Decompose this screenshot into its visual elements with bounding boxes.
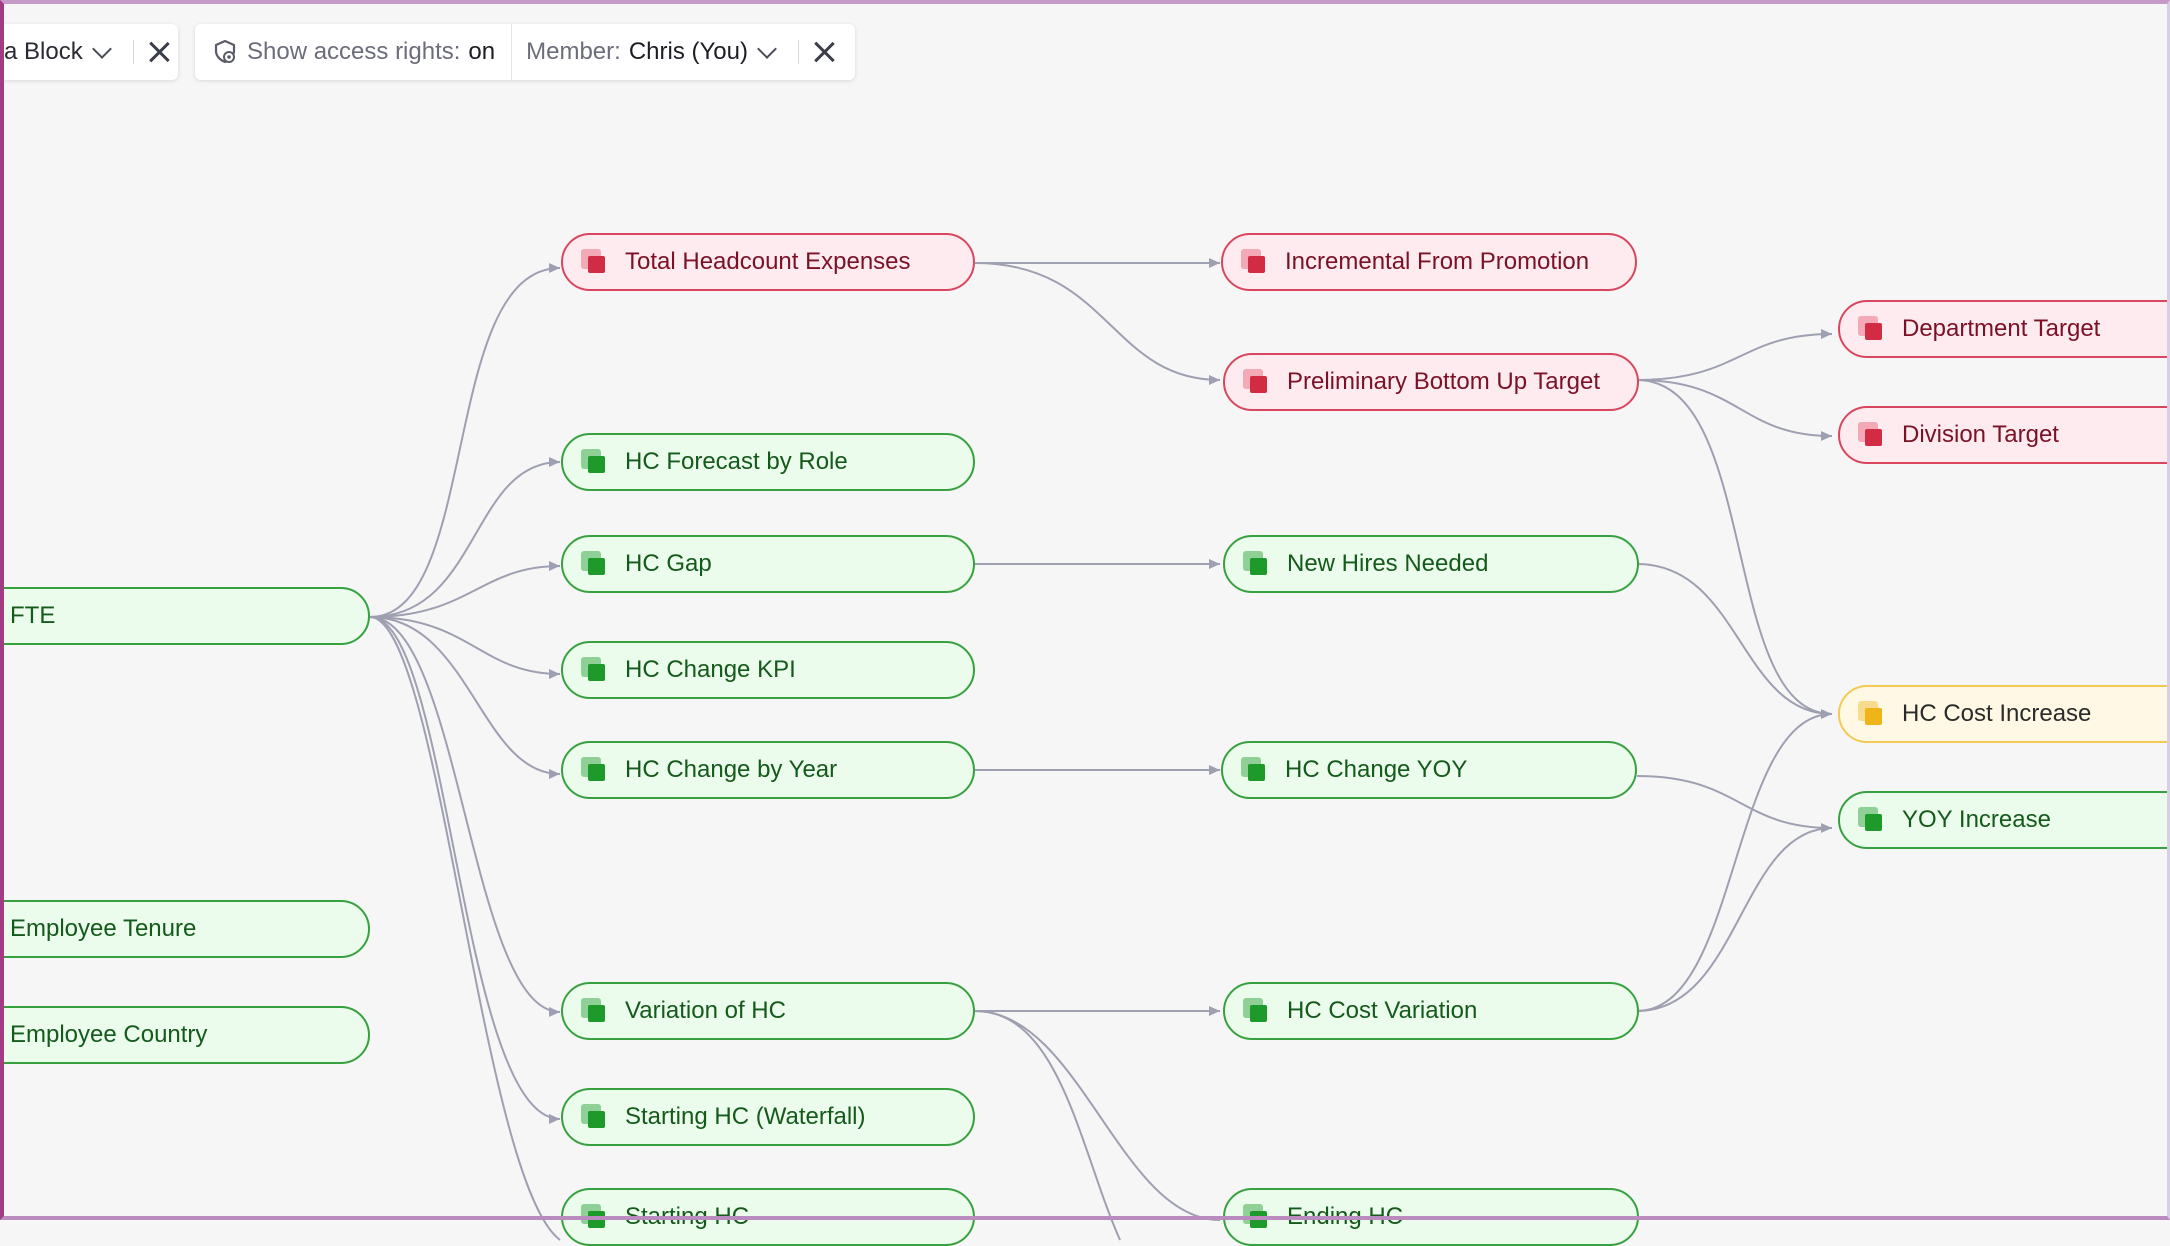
block-icon: [1243, 998, 1269, 1024]
edge-fte-starting-waterfall: [369, 616, 561, 1120]
block-icon: [581, 657, 607, 683]
node-label: Division Target: [1902, 421, 2059, 448]
node-preliminary-bottom-up-target[interactable]: Preliminary Bottom Up Target: [1223, 353, 1639, 411]
block-icon: [1858, 701, 1884, 727]
node-label: HC Change YOY: [1285, 756, 1468, 783]
edge-fte-total-headcount: [369, 267, 561, 618]
node-hc-cost-increase[interactable]: HC Cost Increase: [1838, 685, 2170, 743]
edge-preliminary-costincrease: [1636, 379, 1833, 715]
node-label: HC Cost Increase: [1902, 700, 2092, 727]
block-icon: [581, 998, 607, 1024]
member-value: Chris (You): [628, 38, 748, 65]
node-label: HC Change by Year: [625, 756, 838, 783]
edge-total-preliminary: [974, 262, 1221, 381]
member-dropdown[interactable]: Member: Chris (You): [511, 24, 784, 80]
edge-yoy-yoyincrease: [1636, 775, 1833, 829]
edge-fte-hc-forecast: [369, 461, 561, 618]
block-icon: [1243, 369, 1269, 395]
node-label: YOY Increase: [1902, 806, 2051, 833]
node-ending-hc[interactable]: Ending HC: [1223, 1188, 1639, 1246]
node-label: Ending HC: [1287, 1203, 1404, 1230]
node-department-target[interactable]: Department Target: [1838, 300, 2170, 358]
node-label: New Hires Needed: [1287, 550, 1489, 577]
edge-newhires-costincrease: [1636, 563, 1833, 715]
edge-fte-hc-change-kpi: [369, 616, 561, 675]
block-icon: [581, 1104, 607, 1130]
member-label: Member:: [526, 38, 621, 65]
node-label: Department Target: [1902, 315, 2101, 342]
node-label: Starting HC: [625, 1203, 750, 1230]
node-label: HC Gap: [625, 550, 712, 577]
node-hc-change-by-year[interactable]: HC Change by Year: [561, 741, 975, 799]
edge-variation-ending-b: [974, 1010, 1221, 1221]
access-rights-value: on: [468, 38, 496, 65]
block-icon: [581, 449, 607, 475]
node-employee-tenure[interactable]: Employee Tenure: [0, 900, 370, 958]
node-starting-hc[interactable]: Starting HC: [561, 1188, 975, 1246]
node-variation-of-hc[interactable]: Variation of HC: [561, 982, 975, 1040]
access-filter-chip: Show access rights: on Member: Chris (Yo…: [195, 24, 855, 80]
block-icon: [581, 249, 607, 275]
node-label: Total Headcount Expenses: [625, 248, 911, 275]
block-icon: [581, 551, 607, 577]
close-icon[interactable]: [148, 41, 170, 63]
block-icon: [1243, 1204, 1269, 1230]
block-icon: [1241, 249, 1267, 275]
node-label: HC Forecast by Role: [625, 448, 848, 475]
block-icon: [1243, 551, 1269, 577]
close-icon[interactable]: [813, 41, 835, 63]
node-starting-hc-waterfall[interactable]: Starting HC (Waterfall): [561, 1088, 975, 1146]
node-label: HC Cost Variation: [1287, 997, 1478, 1024]
edge-fte-hc-change-year: [369, 616, 561, 775]
edge-costvariation-costincrease: [1636, 713, 1833, 1012]
node-hc-change-yoy[interactable]: HC Change YOY: [1221, 741, 1637, 799]
node-hc-gap[interactable]: HC Gap: [561, 535, 975, 593]
block-icon: [1241, 757, 1267, 783]
block-icon: [1858, 807, 1884, 833]
node-division-target[interactable]: Division Target: [1838, 406, 2170, 464]
node-label: Variation of HC: [625, 997, 786, 1024]
dependency-edges: [369, 258, 1833, 1241]
access-rights-icon: [214, 39, 236, 64]
access-rights-toggle[interactable]: Show access rights: on: [195, 24, 495, 80]
node-hc-change-kpi[interactable]: HC Change KPI: [561, 641, 975, 699]
node-label: Incremental From Promotion: [1285, 248, 1590, 275]
node-label: Starting HC (Waterfall): [625, 1103, 866, 1130]
node-label: FTE: [10, 602, 56, 629]
edge-fte-variation: [369, 616, 561, 1013]
divider: [132, 40, 134, 64]
edge-variation-ending-a: [974, 1010, 1121, 1241]
node-hc-cost-variation[interactable]: HC Cost Variation: [1223, 982, 1639, 1040]
edge-costvariation-yoyincrease: [1636, 827, 1833, 1012]
node-yoy-increase[interactable]: YOY Increase: [1838, 791, 2170, 849]
block-icon: [1858, 316, 1884, 342]
node-label: Employee Country: [10, 1021, 208, 1048]
node-fte[interactable]: FTE: [0, 587, 370, 645]
node-hc-forecast-by-role[interactable]: HC Forecast by Role: [561, 433, 975, 491]
chevron-down-icon: [757, 39, 777, 59]
node-employee-country[interactable]: Employee Country: [0, 1006, 370, 1064]
edge-fte-hc-gap: [369, 565, 561, 618]
block-filter-dropdown[interactable]: a Block: [4, 24, 119, 80]
block-icon: [581, 1204, 607, 1230]
block-filter-label: a Block: [4, 38, 83, 65]
node-incremental-from-promotion[interactable]: Incremental From Promotion: [1221, 233, 1637, 291]
node-new-hires-needed[interactable]: New Hires Needed: [1223, 535, 1639, 593]
edge-preliminary-division: [1636, 379, 1833, 437]
node-label: HC Change KPI: [625, 656, 796, 683]
block-icon: [581, 757, 607, 783]
node-total-headcount-expenses[interactable]: Total Headcount Expenses: [561, 233, 975, 291]
node-label: Employee Tenure: [10, 915, 197, 942]
divider: [797, 40, 799, 64]
chevron-down-icon: [91, 39, 112, 59]
block-filter-chip: a Block: [0, 24, 178, 80]
node-label: Preliminary Bottom Up Target: [1287, 368, 1601, 395]
edge-preliminary-department: [1636, 333, 1833, 381]
edge-fte-starting-hc: [369, 616, 561, 1241]
block-icon: [1858, 422, 1884, 448]
access-rights-label: Show access rights:: [247, 38, 461, 65]
